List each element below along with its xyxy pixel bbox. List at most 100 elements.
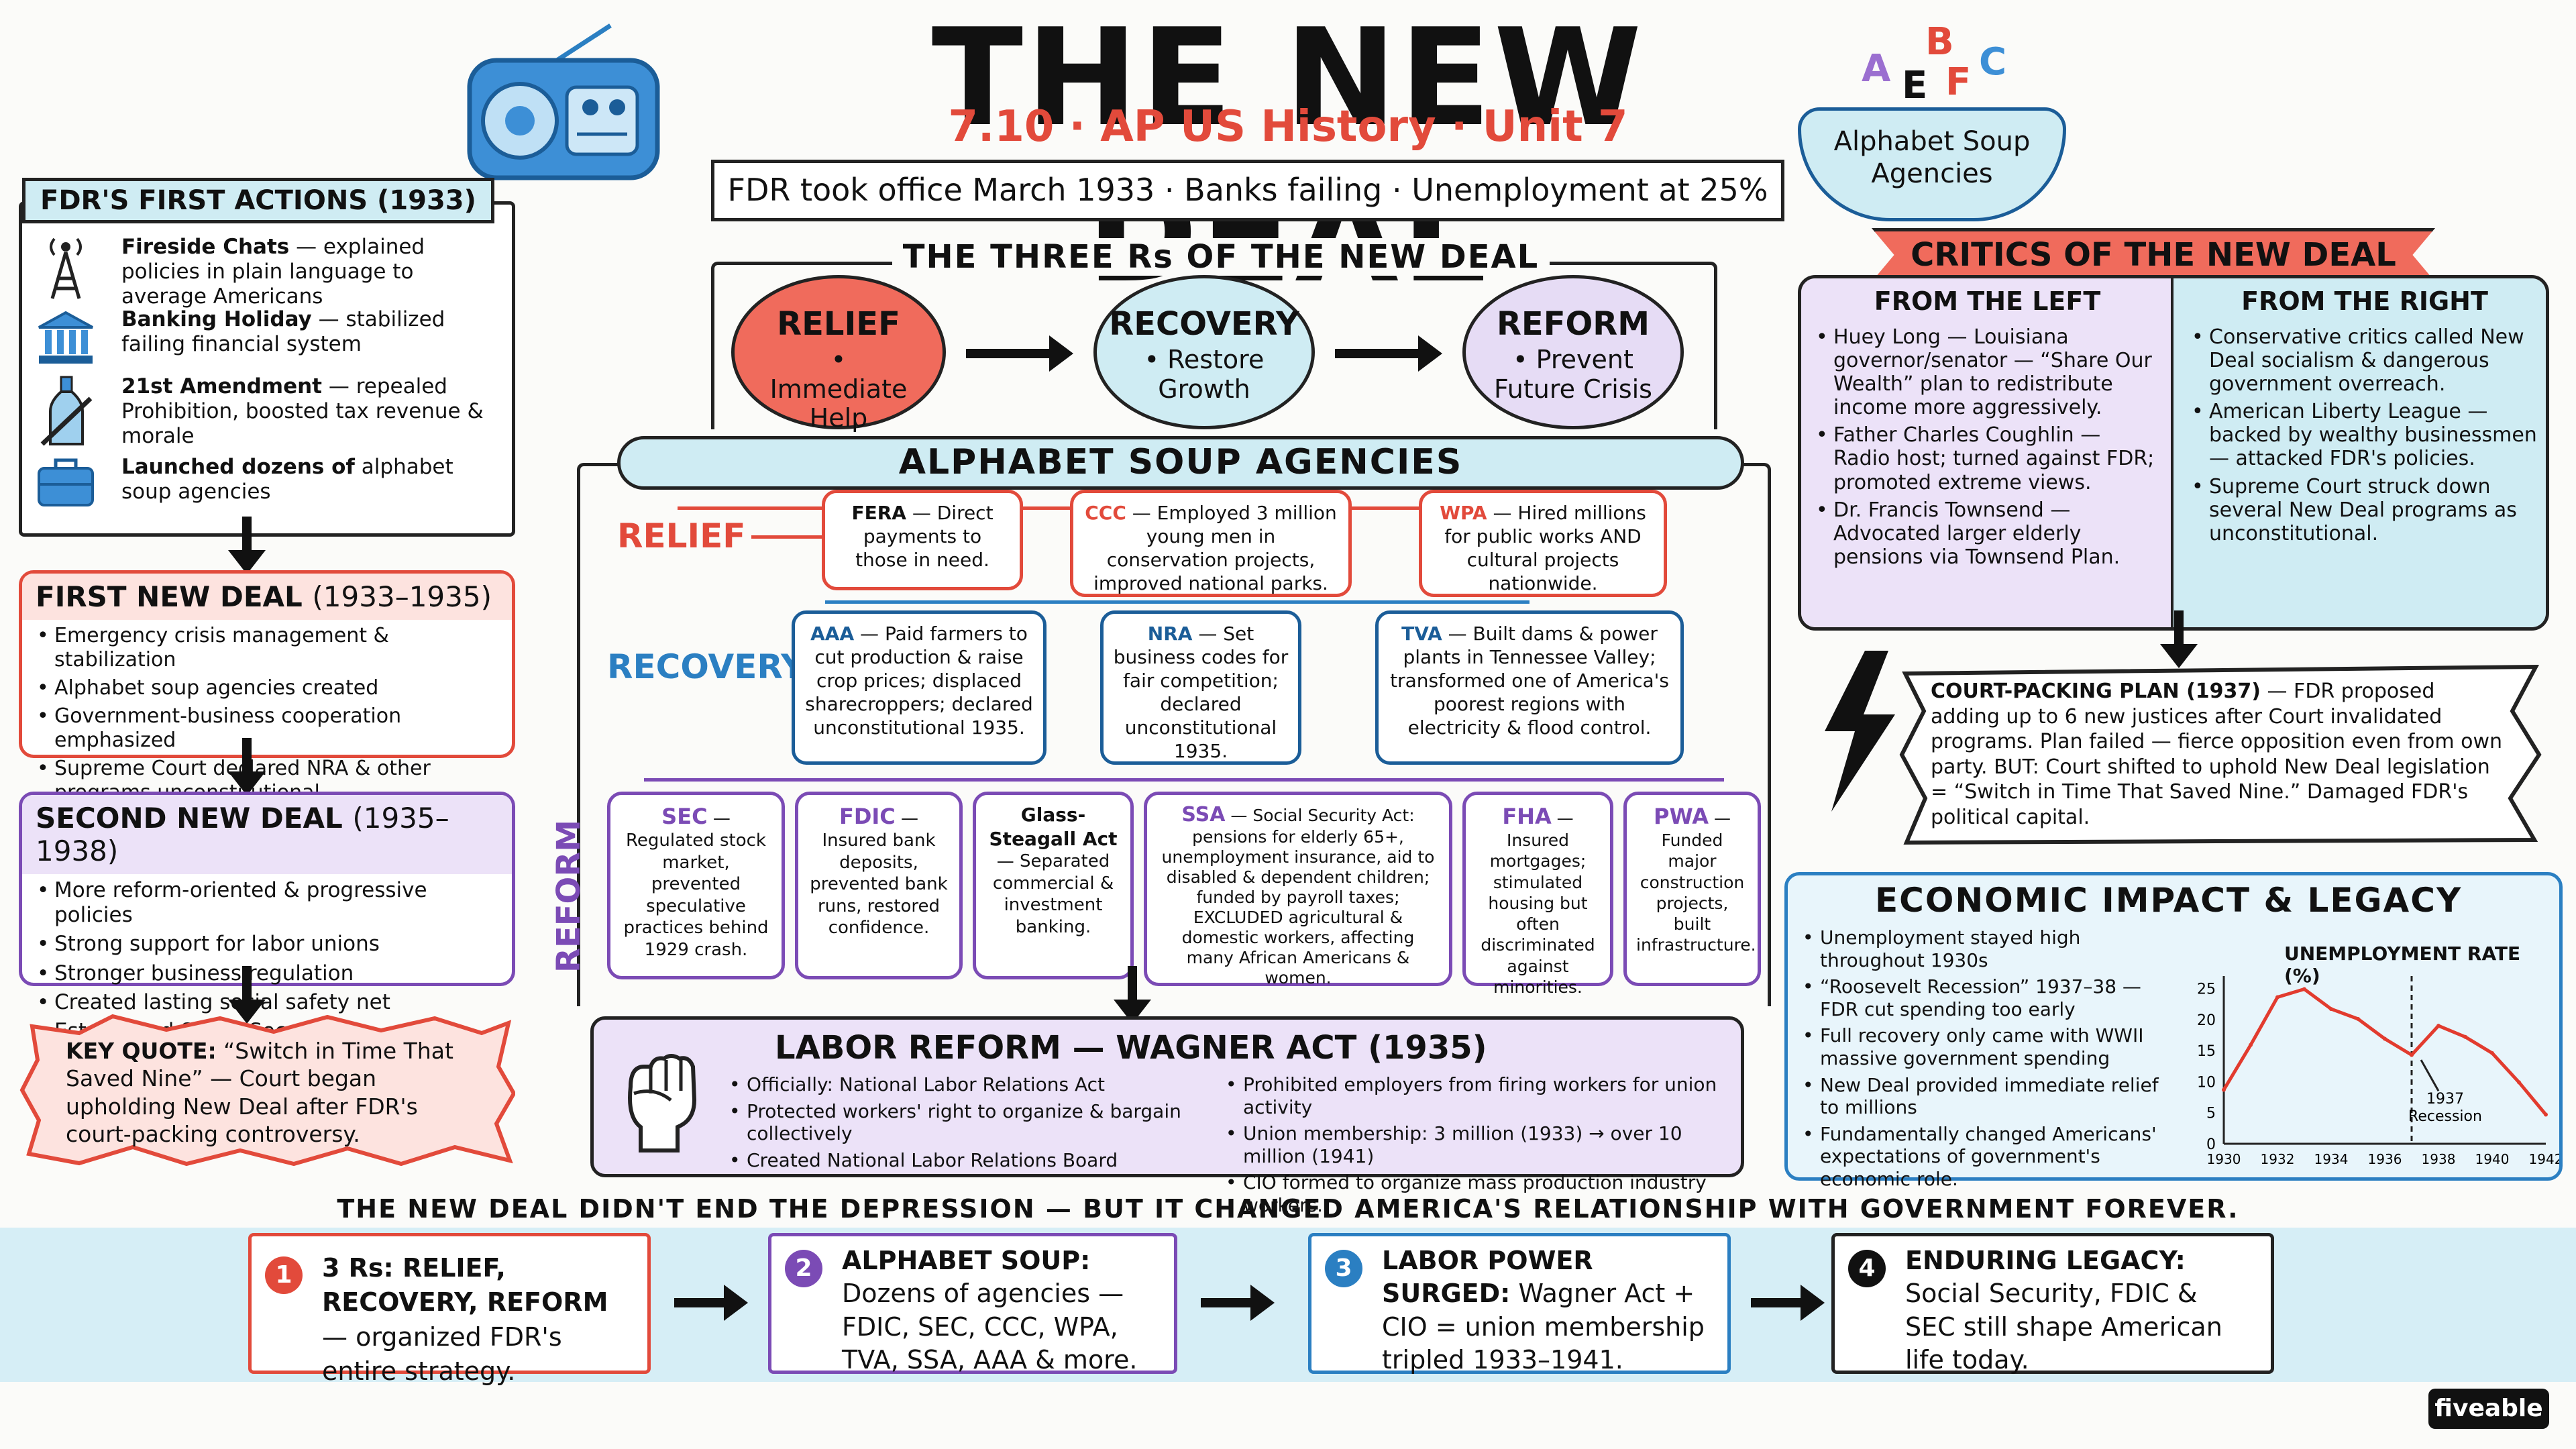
court-packing-label: COURT-PACKING PLAN (1937) <box>1931 680 2261 703</box>
summary-number: 4 <box>1848 1250 1886 1287</box>
summary-text: — organized FDR's entire strategy. <box>322 1322 562 1386</box>
first-action-item: Launched dozens of alphabet soup agencie… <box>36 455 505 515</box>
first-action-item: Banking Holiday — stabilized failing fin… <box>36 307 505 374</box>
labor-item: Union membership: 3 million (1933) → ove… <box>1224 1122 1734 1167</box>
labor-item: Created National Labor Relations Board <box>728 1149 1211 1172</box>
labor-item: Protected workers' right to organize & b… <box>728 1100 1211 1145</box>
agency-ccc: CCC — Employed 3 million young men in co… <box>1070 490 1352 597</box>
annotation-label: Recession <box>2408 1108 2482 1125</box>
summary-card-3: 3 LABOR POWER SURGED: Wagner Act + CIO =… <box>1308 1233 1731 1375</box>
first-action-text: — explained policies in plain language t… <box>121 235 425 309</box>
critic-item: Dr. Francis Townsend — Advocated larger … <box>1815 498 2163 569</box>
x-tick-label: 1932 <box>2261 1151 2295 1167</box>
x-tick-label: 1940 <box>2475 1151 2510 1167</box>
labor-item: Officially: National Labor Relations Act <box>728 1073 1211 1096</box>
court-packing-text: — FDR proposed adding up to 6 new justic… <box>1931 680 2503 829</box>
radio-tower-icon <box>50 237 82 299</box>
agency-text: — Hired millions for public works AND cu… <box>1444 502 1646 594</box>
key-quote-burst: KEY QUOTE: “Switch in Time That Saved Ni… <box>19 1013 515 1167</box>
raised-fist-icon <box>628 1054 697 1152</box>
economic-card: ECONOMIC IMPACT & LEGACY Unemployment st… <box>1784 872 2563 1190</box>
data-point <box>2329 1007 2333 1012</box>
arrow-right-icon <box>1751 1285 1825 1321</box>
first-new-deal-card: FIRST NEW DEAL (1933–1935) Emergency cri… <box>19 570 515 804</box>
bank-icon <box>38 311 93 364</box>
annotation-arrow <box>2420 1059 2440 1092</box>
y-tick-label: 5 <box>2206 1106 2216 1122</box>
agency-aaa: AAA — Paid farmers to cut production & r… <box>792 610 1046 765</box>
reform-bracket <box>644 778 1724 782</box>
labor-item: Prohibited employers from firing workers… <box>1224 1073 1734 1118</box>
data-point <box>2490 1051 2494 1055</box>
first-action-bold: Banking Holiday <box>121 307 312 331</box>
letter-c: C <box>1979 40 2007 84</box>
agency-text: — Employed 3 million young men in conser… <box>1093 502 1337 594</box>
agency-text: — Regulated stock market, prevented spec… <box>623 808 769 960</box>
chart-title: UNEMPLOYMENT RATE (%) <box>2284 943 2521 987</box>
agency-text: — Funded major construction projects, bu… <box>1636 808 1756 955</box>
key-quote-text: “Switch in Time That Saved Nine” — Court… <box>66 1038 453 1147</box>
x-tick-label: 1938 <box>2422 1151 2456 1167</box>
agency-name: Glass-Steagall Act <box>989 804 1118 850</box>
economic-item: New Deal provided immediate relief to mi… <box>1801 1074 2177 1119</box>
arrow-right-icon <box>966 335 1073 372</box>
summary-number: 2 <box>785 1250 822 1287</box>
labor-reform-card: LABOR REFORM — WAGNER ACT (1935) Officia… <box>590 1016 1744 1216</box>
first-new-deal-item: Government-business cooperation emphasiz… <box>36 704 498 753</box>
summary-number: 3 <box>1325 1250 1362 1287</box>
key-quote-label: KEY QUOTE: <box>66 1038 217 1064</box>
agency-name: FERA <box>851 502 906 524</box>
bottle-icon <box>40 376 93 446</box>
x-tick-label: 1942 <box>2529 1151 2559 1167</box>
agency-text: — Insured bank deposits, prevented bank … <box>810 808 948 938</box>
summary-text: Wagner Act + CIO = union membership trip… <box>1382 1279 1705 1375</box>
second-new-deal-card: SECOND NEW DEAL (1935–1938) More reform-… <box>19 792 515 1044</box>
r-circle-recovery: RECOVERY • Restore Growth <box>1093 275 1315 429</box>
y-tick-label: 25 <box>2197 981 2216 998</box>
agency-text: — Paid farmers to cut production & raise… <box>805 623 1033 739</box>
agency-name: SSA <box>1181 803 1226 826</box>
summary-number: 1 <box>265 1256 303 1294</box>
letter-a: A <box>1862 47 1891 91</box>
y-tick-label: 0 <box>2206 1136 2216 1153</box>
intro-banner: FDR took office March 1933 · Banks faili… <box>711 160 1784 221</box>
agency-sec: SEC — Regulated stock market, prevented … <box>607 792 785 979</box>
data-point <box>2356 1016 2360 1021</box>
agency-name: PWA <box>1653 804 1709 829</box>
agency-fha: FHA — Insured mortgages; stimulated hous… <box>1462 792 1613 997</box>
first-action-bold: Fireside Chats <box>121 235 290 259</box>
letter-f: F <box>1945 60 1972 104</box>
summary-bold: ENDURING LEGACY: <box>1905 1246 2186 1275</box>
critics-title: CRITICS OF THE NEW DEAL <box>1872 228 2435 282</box>
court-packing-card: COURT-PACKING PLAN (1937) — FDR proposed… <box>1898 664 2542 845</box>
critic-item: Father Charles Coughlin — Radio host; tu… <box>1815 423 2163 494</box>
fiveable-logo[interactable]: fiveable <box>2428 1389 2549 1429</box>
agency-name: SEC <box>661 804 708 829</box>
data-point <box>2517 1080 2521 1085</box>
first-actions-card: FDR'S FIRST ACTIONS (1933) Fireside Chat… <box>19 178 515 537</box>
summary-bold: LABOR POWER SURGED: <box>1382 1246 1593 1309</box>
first-action-bold: 21st Amendment <box>121 374 322 398</box>
agency-fdic: FDIC — Insured bank deposits, prevented … <box>795 792 963 979</box>
arrow-right-icon <box>1201 1285 1275 1321</box>
agency-text: — Built dams & power plants in Tennessee… <box>1390 623 1669 739</box>
economic-item: Unemployment stayed high throughout 1930… <box>1801 926 2177 971</box>
r-circle-reform: REFORM • Prevent Future Crisis <box>1462 275 1684 429</box>
x-tick-label: 1930 <box>2207 1151 2241 1167</box>
conclusion-text: THE NEW DEAL DIDN'T END THE DEPRESSION —… <box>337 1194 2239 1224</box>
data-point <box>2410 1053 2414 1057</box>
r-desc: • Immediate Help <box>769 345 908 433</box>
first-new-deal-years: (1933–1935) <box>312 580 492 613</box>
briefcase-icon <box>38 458 94 506</box>
bowl-label-line2: Agencies <box>1871 158 1993 189</box>
critic-item: Huey Long — Louisiana governor/senator —… <box>1815 325 2163 419</box>
data-point <box>2463 1034 2467 1039</box>
first-actions-title: FDR'S FIRST ACTIONS (1933) <box>22 178 494 223</box>
soup-bowl: A B E F C Alphabet Soup Agencies <box>1798 13 2066 221</box>
agency-glass-steagall: Glass-Steagall Act — Separated commercia… <box>973 792 1134 979</box>
y-tick-label: 20 <box>2197 1012 2216 1029</box>
data-point <box>2275 995 2279 1000</box>
agencies-title: ALPHABET SOUP AGENCIES <box>617 436 1744 490</box>
arrow-down-icon <box>228 966 266 1024</box>
r-name: REFORM <box>1496 305 1650 343</box>
